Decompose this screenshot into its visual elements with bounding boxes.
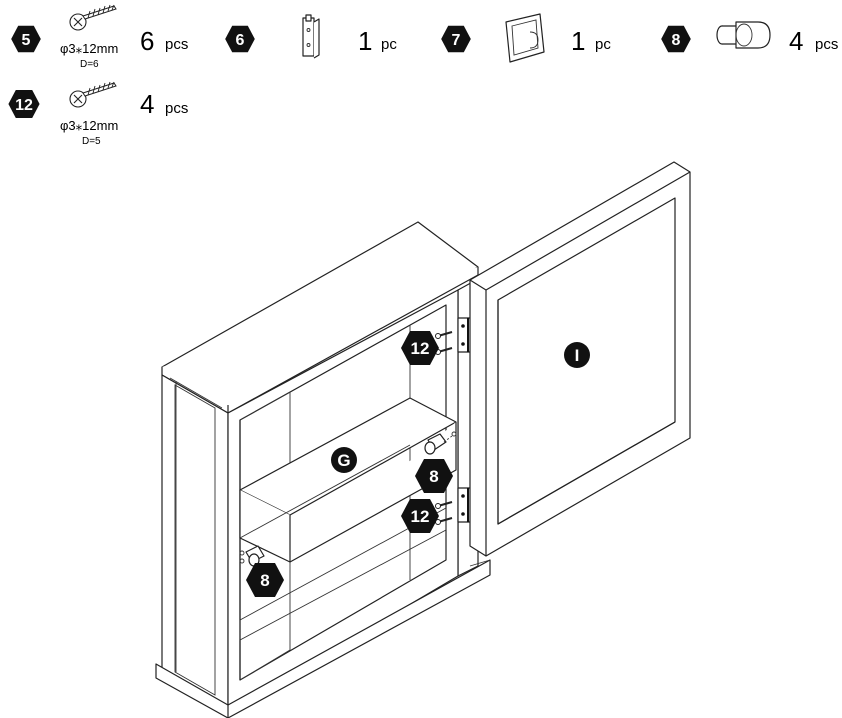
part-7-quantity: 1: [571, 26, 585, 56]
part-8: 8 4 pcs: [661, 21, 838, 56]
part-8-badge-label: 8: [672, 32, 681, 49]
part-5-spec-sub: D=6: [80, 59, 99, 70]
callout-12-upper-label: 12: [411, 339, 430, 358]
part-12-badge: 12: [8, 90, 40, 118]
part-7-badge: 7: [441, 25, 471, 53]
part-6-unit: pc: [381, 36, 397, 53]
callout-8-right: 8: [415, 459, 453, 493]
part-12-unit: pcs: [165, 100, 188, 117]
shelf-support-pin-icon: [716, 21, 771, 49]
part-6-badge-label: 6: [236, 32, 245, 49]
part-6-quantity: 1: [358, 26, 372, 56]
part-8-unit: pcs: [815, 36, 838, 53]
shelf-support-pin-icon: [424, 431, 457, 455]
part-8-quantity: 4: [789, 26, 803, 56]
part-7-badge-label: 7: [452, 32, 461, 49]
part-12-quantity: 4: [140, 89, 154, 119]
screw-icon: [69, 81, 117, 108]
panel-label-i-text: I: [575, 346, 580, 365]
magnetic-catch-icon: [302, 14, 320, 59]
callout-8-left: 8: [246, 563, 284, 597]
panel-label-g: G: [331, 447, 357, 473]
part-5: 5 φ3⁎12mm D=6 6 pcs: [11, 4, 188, 70]
callout-12-upper: 12: [401, 331, 439, 365]
panel-label-i: I: [564, 342, 590, 368]
callout-12-lower: 12: [401, 499, 439, 533]
part-6-badge: 6: [225, 25, 255, 53]
callout-8-left-label: 8: [260, 571, 269, 590]
callout-8-right-label: 8: [429, 467, 438, 486]
part-5-badge: 5: [11, 25, 41, 53]
part-12-spec: φ3⁎12mm: [60, 118, 118, 133]
part-7-unit: pc: [595, 36, 611, 53]
part-5-unit: pcs: [165, 36, 188, 53]
part-6: 6 1 pc: [225, 14, 397, 59]
callout-12-lower-label: 12: [411, 507, 430, 526]
bottom-shelf: [239, 507, 447, 641]
part-5-quantity: 6: [140, 26, 154, 56]
part-7: 7 1 pc: [441, 13, 611, 63]
part-12: 12 φ3⁎12mm D=5 4 pcs: [8, 81, 188, 147]
part-12-spec-sub: D=5: [82, 136, 101, 147]
screw-icon: [69, 4, 117, 31]
part-5-badge-label: 5: [22, 32, 31, 49]
part-5-spec: φ3⁎12mm: [60, 41, 118, 56]
catch-plate-icon: [505, 13, 545, 63]
left-side-panel: [161, 374, 229, 713]
part-8-badge: 8: [661, 25, 691, 53]
part-12-badge-label: 12: [15, 97, 33, 114]
panel-label-g-text: G: [337, 451, 350, 470]
cabinet-body: [155, 221, 491, 718]
